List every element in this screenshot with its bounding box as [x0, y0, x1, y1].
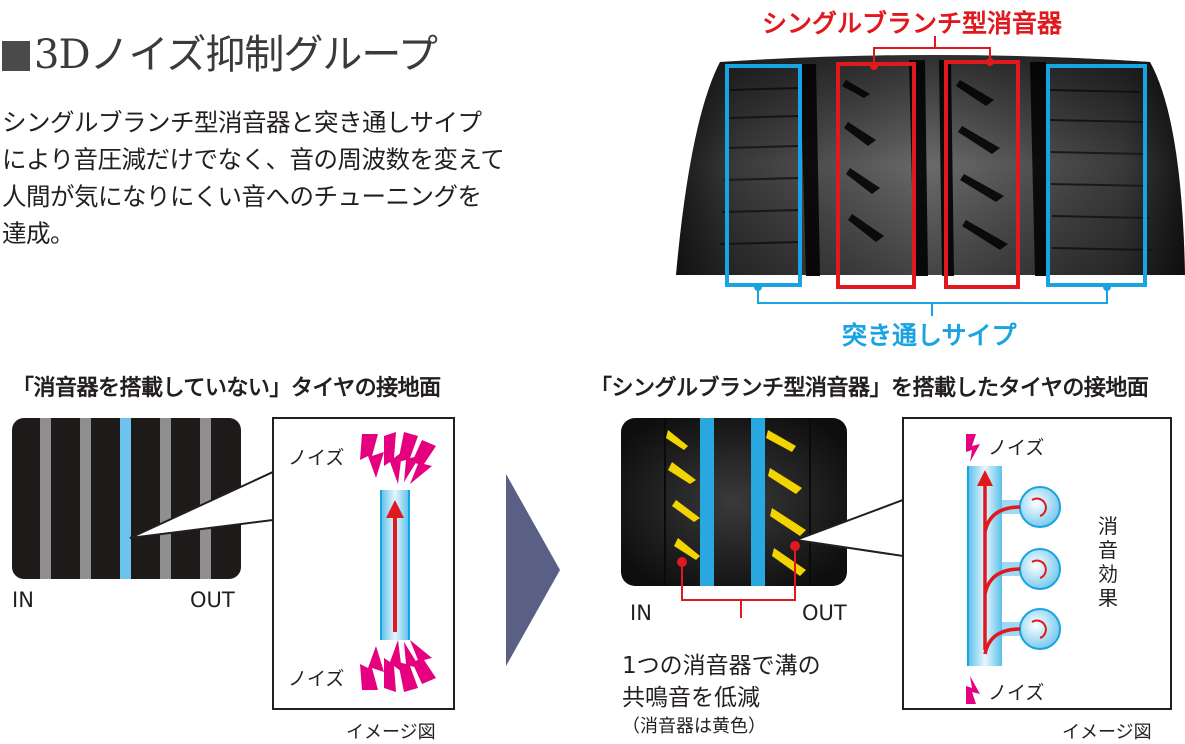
left-panel-title: 「消音器を搭載していない」タイヤの接地面	[12, 376, 441, 401]
silencer-leader	[873, 36, 991, 66]
sipe-box-left	[725, 64, 802, 287]
contact-patch-silencer	[621, 418, 847, 586]
left-out-label: OUT	[190, 588, 235, 612]
single-branch-silencer-label: シングルブランチ型消音器	[762, 9, 1063, 38]
section-description: シングルブランチ型消音器と突き通しサイプ により音圧減だけでなく、音の周波数を変…	[2, 104, 612, 252]
square-bullet-icon	[2, 41, 30, 71]
description-line: 達成。	[2, 219, 75, 248]
branch-arrows	[983, 484, 1021, 655]
left-in-label: IN	[12, 588, 34, 612]
sipe-box-right	[1046, 64, 1147, 287]
silencer-note-line: 共鳴音を低減	[622, 685, 760, 711]
arrow-up-icon	[977, 470, 993, 486]
silencer-box-right	[944, 60, 1020, 289]
silencer-note-line: 1つの消音器で溝の	[622, 653, 821, 679]
transition-arrow-icon	[506, 474, 560, 666]
description-line: シングルブランチ型消音器と突き通しサイプ	[2, 108, 482, 137]
left-image-caption: イメージ図	[346, 722, 436, 743]
section-title: 3Dノイズ抑制グループ	[2, 22, 438, 80]
silencer-bulbs	[1002, 486, 1061, 650]
right-noise-bottom-label: ノイズ	[988, 682, 1045, 704]
patch-grooves-plain	[40, 418, 211, 579]
right-panel-title: 「シングルブランチ型消音器」を搭載したタイヤの接地面	[590, 376, 1149, 401]
silencer-note-sub: （消音器は黄色）	[622, 716, 766, 737]
right-noise-top-label: ノイズ	[988, 437, 1045, 459]
left-noise-top-label: ノイズ	[288, 447, 345, 469]
swirl-icons	[1031, 497, 1047, 639]
description-line: 人間が気になりにくい音へのチューニングを	[2, 182, 482, 211]
yellow-silencers	[666, 430, 806, 576]
noise-small-top-icon	[966, 434, 980, 462]
silencing-effect-label: 消 音 効 果	[1098, 514, 1118, 610]
noise-burst-top-icon	[360, 432, 436, 484]
right-image-caption: イメージ図	[1062, 722, 1152, 743]
patch-grooves-silencer	[664, 418, 811, 586]
noise-burst-bottom-icon	[360, 640, 436, 692]
through-sipe-label: 突き通しサイプ	[842, 321, 1017, 350]
description-line: により音圧減だけでなく、音の周波数を変えて	[2, 145, 505, 174]
noise-small-bottom-icon	[966, 676, 980, 704]
sipe-leader	[757, 287, 1108, 316]
arrow-up-icon	[386, 500, 404, 518]
silencer-note-leader	[681, 546, 796, 618]
left-noise-bottom-label: ノイズ	[288, 668, 345, 690]
right-in-label: IN	[630, 601, 652, 625]
right-out-label: OUT	[802, 601, 847, 625]
